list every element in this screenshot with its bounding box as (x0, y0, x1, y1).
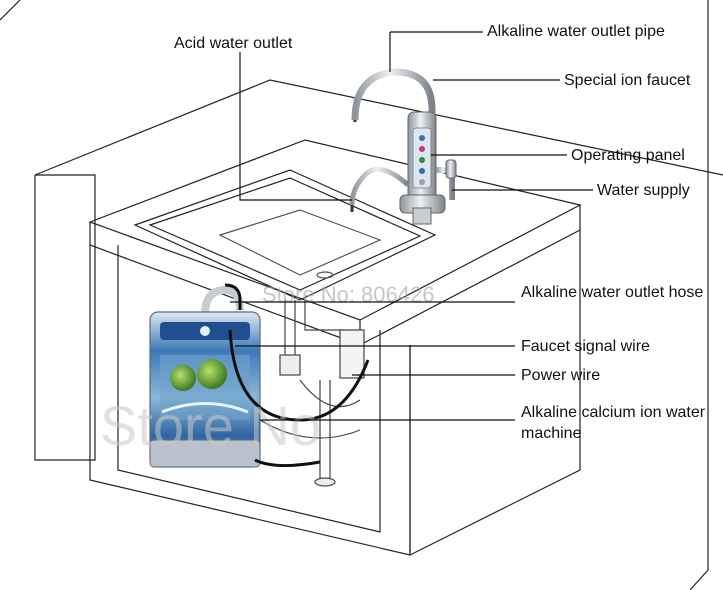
label-acid-water-outlet: Acid water outlet (174, 34, 292, 53)
label-alkaline-water-outlet-pipe: Alkaline water outlet pipe (487, 22, 665, 41)
operating-panel (413, 128, 431, 188)
special-ion-faucet (352, 72, 456, 224)
watermark-store-large: Store No (100, 394, 321, 457)
label-faucet-signal-wire: Faucet signal wire (521, 337, 650, 356)
label-alkaline-calcium-ion-water-machine: Alkaline calcium ion water machine (521, 402, 711, 444)
label-alkaline-water-outlet-hose: Alkaline water outlet hose (521, 282, 711, 303)
watermark-store-small: Store No: 806426 (262, 282, 434, 307)
label-special-ion-faucet: Special ion faucet (564, 71, 690, 90)
label-power-wire: Power wire (521, 366, 600, 385)
label-water-supply: Water supply (597, 181, 690, 200)
label-operating-panel: Operating panel (571, 146, 685, 165)
under-sink-pipes (260, 300, 364, 486)
